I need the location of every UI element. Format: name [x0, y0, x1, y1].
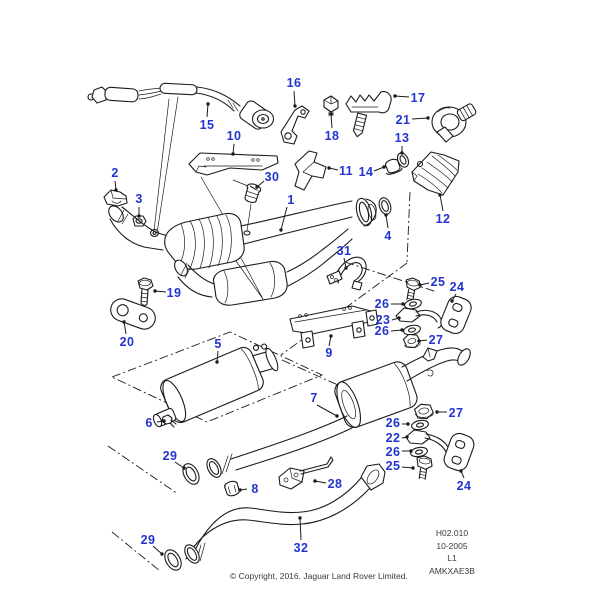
callout-30[interactable]: 30: [264, 169, 280, 184]
callout-23[interactable]: 23: [375, 312, 391, 327]
callout-9[interactable]: 9: [325, 345, 333, 360]
olive-ring-4: [378, 197, 392, 215]
callout-5[interactable]: 5: [214, 336, 222, 351]
mounting-bracket-9: [289, 305, 379, 349]
callout-26[interactable]: 26: [385, 444, 401, 459]
bracket-11: [294, 150, 327, 191]
callout-16[interactable]: 16: [286, 75, 302, 90]
callout-11[interactable]: 11: [338, 163, 354, 178]
heat-shield-12: [411, 151, 460, 196]
callout-20[interactable]: 20: [119, 334, 135, 349]
callout-15[interactable]: 15: [199, 117, 215, 132]
clip-bracket-17: [345, 91, 392, 138]
sensor-leader-lines: [149, 96, 179, 238]
clamp-21: [431, 103, 477, 143]
callout-leader-lines: [114, 90, 465, 556]
mount-leader: [235, 257, 264, 300]
callout-25[interactable]: 25: [385, 458, 401, 473]
callout-26[interactable]: 26: [374, 296, 390, 311]
callout-2[interactable]: 2: [111, 165, 119, 180]
bracket-28: [278, 456, 334, 490]
callout-25[interactable]: 25: [430, 274, 446, 289]
callout-27[interactable]: 27: [428, 332, 444, 347]
ref-line-level: L1: [447, 553, 457, 563]
link-plate-20: [110, 298, 156, 330]
reference-code-block: H02.010 10-2005 L1 AMKXAE3B: [402, 527, 502, 577]
callout-12[interactable]: 12: [435, 211, 451, 226]
ref-line-code: AMKXAE3B: [429, 565, 475, 576]
intermediate-pipe: [184, 463, 386, 564]
ref-line-sheet: H02.010: [435, 528, 469, 538]
callout-29[interactable]: 29: [140, 532, 156, 547]
callout-29[interactable]: 29: [162, 448, 178, 463]
rear-silencer: [206, 347, 471, 478]
callout-32[interactable]: 32: [293, 540, 309, 555]
gasket-29-lower: [164, 549, 182, 571]
callout-22[interactable]: 22: [385, 430, 401, 445]
callout-19[interactable]: 19: [166, 285, 182, 300]
callout-10[interactable]: 10: [226, 128, 242, 143]
callout-26[interactable]: 26: [374, 323, 390, 338]
ref-line-date: 10-2005: [436, 540, 468, 551]
copyright-text: © Copyright, 2016. Jaguar Land Rover Lim…: [230, 571, 408, 581]
hook-bracket-31: [326, 256, 367, 291]
front-pipe-assembly: [108, 197, 377, 306]
rubber-mount-24-lower: [443, 432, 475, 472]
gasket-29-upper: [182, 463, 200, 485]
oxygen-sensor-cable: [87, 82, 275, 130]
callout-13[interactable]: 13: [394, 130, 410, 145]
callout-3[interactable]: 3: [135, 191, 143, 206]
callout-8[interactable]: 8: [251, 481, 259, 496]
flanged-nut-8: [224, 480, 240, 497]
rubber-mount-24-upper: [440, 295, 472, 335]
callout-1[interactable]: 1: [287, 192, 295, 207]
callout-7[interactable]: 7: [310, 390, 318, 405]
callout-28[interactable]: 28: [327, 476, 343, 491]
clamp-2: [103, 189, 128, 207]
callout-14[interactable]: 14: [358, 164, 374, 179]
flanged-nut-14: [384, 158, 403, 175]
callout-26[interactable]: 26: [385, 415, 401, 430]
callout-21[interactable]: 21: [395, 112, 411, 127]
callout-24[interactable]: 24: [449, 279, 465, 294]
sensor-plug-bolt: [243, 183, 262, 236]
bracket-16: [280, 105, 310, 145]
heat-shield-upper: [188, 152, 279, 216]
lower-hanger-hardware: [405, 403, 475, 480]
bolt-19: [137, 277, 154, 306]
upper-hanger-hardware: [395, 277, 472, 349]
callout-6[interactable]: 6: [145, 415, 153, 430]
callout-18[interactable]: 18: [324, 128, 340, 143]
callout-17[interactable]: 17: [410, 90, 426, 105]
callout-31[interactable]: 31: [336, 243, 352, 258]
callout-24[interactable]: 24: [456, 478, 472, 493]
callout-4[interactable]: 4: [384, 228, 392, 243]
clip-18: [323, 95, 339, 117]
callout-27[interactable]: 27: [448, 405, 464, 420]
